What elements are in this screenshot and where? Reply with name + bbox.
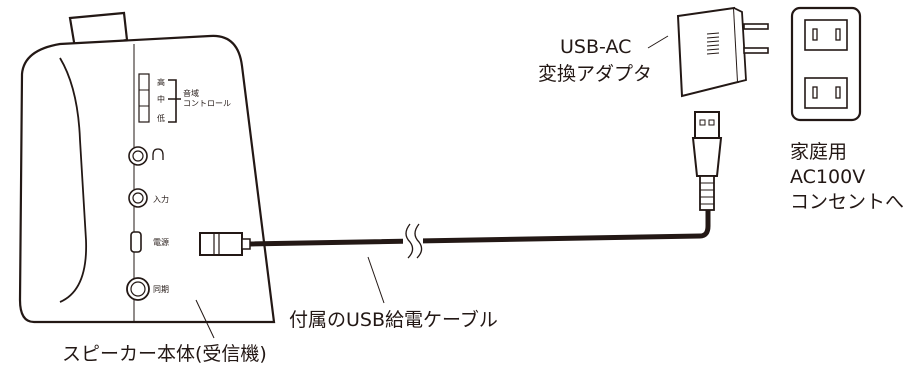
wall-outlet [790, 6, 862, 122]
cable-break-mark [403, 223, 423, 259]
speaker-caption: スピーカー本体(受信機) [62, 343, 267, 365]
headphone-jack[interactable] [128, 146, 148, 166]
tone-control-label-1: 音域 [183, 88, 199, 98]
cable-leader-line [367, 256, 385, 304]
outlet-caption-line-1: 家庭用 [790, 141, 847, 163]
tone-control-switch[interactable] [138, 73, 150, 123]
tone-mid-label: 中 [157, 94, 165, 104]
speaker-unit [18, 11, 276, 324]
sync-button-label: 同期 [153, 285, 169, 294]
outlet-caption-line-2: AC100V [790, 166, 865, 188]
tone-low-label: 低 [157, 113, 165, 123]
adapter-leader-line [647, 35, 669, 49]
usb-plug-micro [199, 232, 251, 256]
outlet-caption-line-3: コンセントへ [790, 191, 904, 213]
power-port-label: 電源 [153, 238, 169, 247]
usb-cable [249, 210, 711, 247]
usb-plug-a [691, 111, 723, 211]
headphone-icon [152, 148, 164, 160]
tone-control-label-2: コントロール [183, 99, 231, 108]
adapter-caption-line-1: USB-AC [560, 36, 631, 58]
tone-bracket [168, 79, 181, 123]
adapter-caption-line-2: 変換アダプタ [538, 63, 652, 85]
speaker-leader-line [195, 299, 215, 339]
cable-caption: 付属のUSB給電ケーブル [289, 308, 498, 331]
power-port[interactable] [130, 231, 142, 253]
input-jack-label: 入力 [153, 194, 169, 204]
usb-ac-adapter [676, 6, 769, 98]
sync-button[interactable] [126, 277, 150, 301]
input-jack[interactable] [128, 188, 148, 208]
tone-high-label: 高 [157, 77, 165, 87]
